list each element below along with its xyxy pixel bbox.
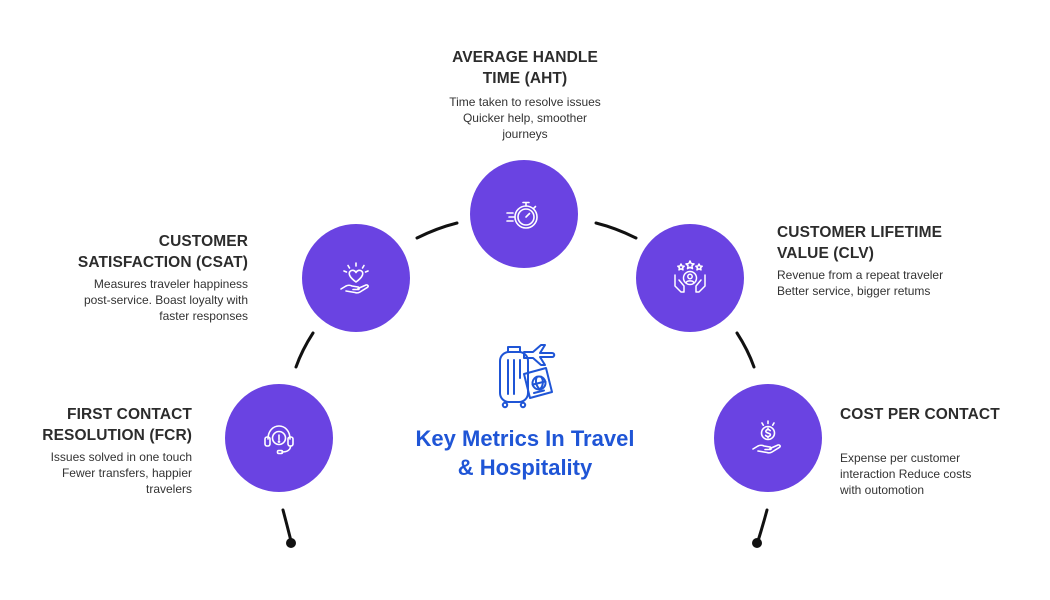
clv-description: Revenue from a repeat traveler Better se…	[777, 268, 944, 298]
fcr-description: Issues solved in one touch Fewer transfe…	[50, 450, 192, 496]
fcr-title: FIRST CONTACT RESOLUTION (FCR)	[42, 406, 192, 444]
cpc-title: COST PER CONTACT	[840, 406, 1000, 423]
arc-endpoint-left	[286, 538, 296, 548]
aht-title: AVERAGE HANDLE TIME (AHT)	[452, 49, 598, 87]
arc-segment-left-middle	[294, 331, 315, 369]
aht-description: Time taken to resolve issues Quicker hel…	[449, 95, 601, 141]
arc-segment-right-middle	[735, 331, 756, 369]
stopwatch-icon	[506, 201, 538, 229]
fcr-node	[225, 384, 333, 492]
aht-node	[470, 160, 578, 268]
csat-title: CUSTOMER SATISFACTION (CSAT)	[77, 233, 248, 271]
arc-endpoint-right	[752, 538, 762, 548]
arc-segment-left-bottom	[281, 508, 293, 543]
arc-segment-left-top	[415, 221, 459, 240]
headset-support-icon	[264, 425, 294, 455]
luggage-passport-plane-icon	[499, 344, 556, 409]
csat-description: Measures traveler happiness post-service…	[83, 277, 248, 323]
dollar-coin-hand-icon	[752, 420, 781, 454]
arc-segment-right-top	[594, 221, 638, 240]
stars-user-hands-icon	[674, 260, 706, 293]
center-title: Key Metrics In Travel & Hospitality	[415, 426, 635, 480]
cpc-node	[714, 384, 822, 492]
csat-node	[302, 224, 410, 332]
clv-title: CUSTOMER LIFETIME VALUE (CLV)	[777, 224, 943, 262]
clv-node	[636, 224, 744, 332]
heart-in-hand-icon	[340, 262, 369, 294]
arc-segment-right-bottom	[756, 508, 769, 543]
cpc-description: Expense per customer interaction Reduce …	[840, 451, 972, 497]
